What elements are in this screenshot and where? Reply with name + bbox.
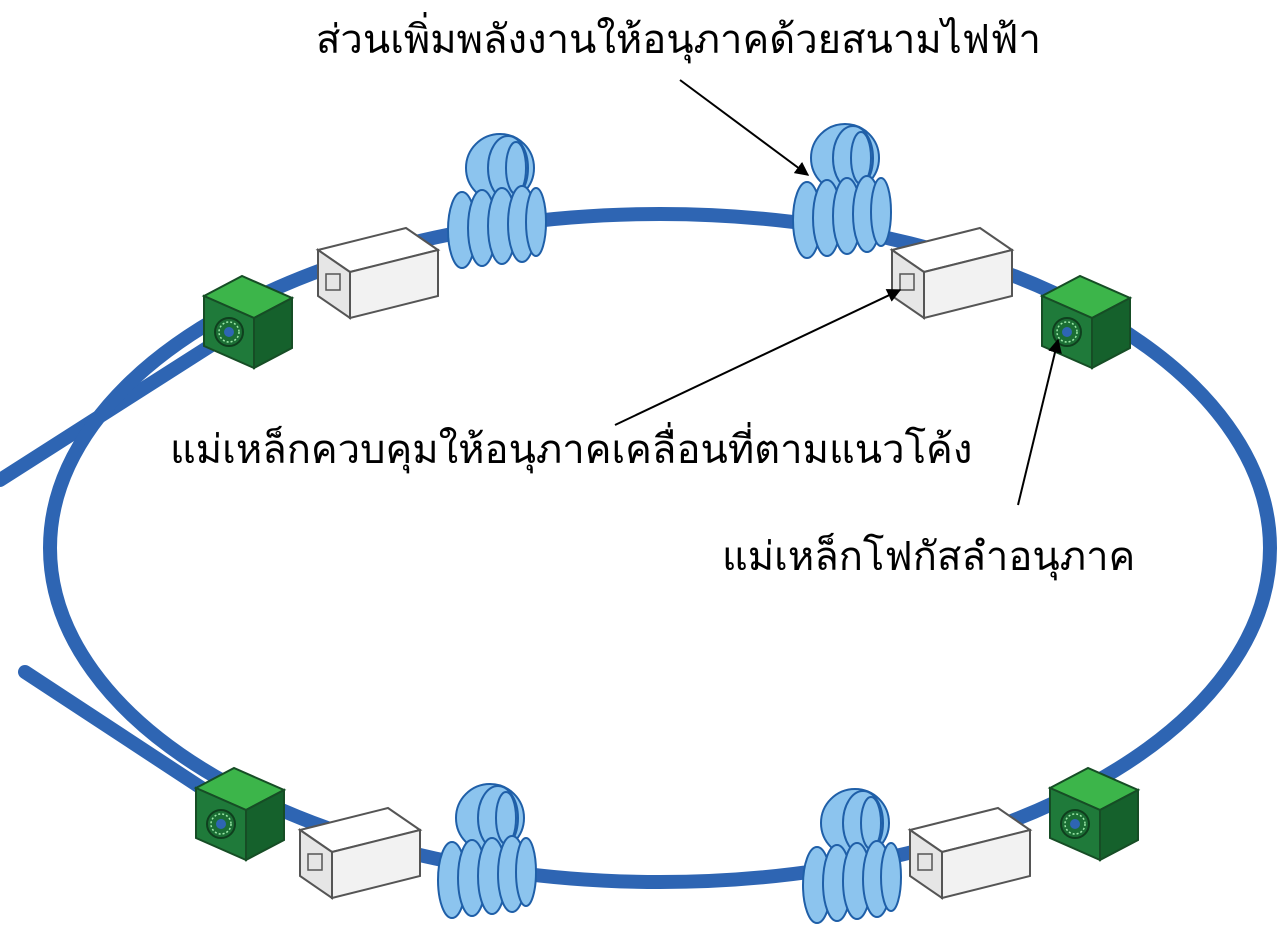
focusing-magnet-bottom-left bbox=[195, 767, 285, 861]
bending-magnet-top-left bbox=[317, 227, 439, 319]
focusing-magnet-bottom-right bbox=[1049, 767, 1139, 861]
rf-cavity-top-left bbox=[447, 133, 547, 269]
arrow-rf-cavity bbox=[679, 79, 810, 176]
injection-line-lower bbox=[18, 665, 239, 815]
rf-cavity-bottom-left bbox=[437, 783, 537, 919]
rf-cavity-bottom-right bbox=[802, 788, 902, 924]
bending-magnet-label: แม่เหล็กควบคุมให้อนุภาคเคลื่อนที่ตามแนวโ… bbox=[170, 427, 973, 473]
focusing-magnet-label: แม่เหล็กโฟกัสลำอนุภาค bbox=[722, 534, 1136, 580]
arrow-focusing-magnet bbox=[1017, 338, 1062, 506]
arrow-bending-magnet bbox=[614, 289, 902, 426]
bending-magnet-bottom-right bbox=[909, 807, 1031, 899]
rf-cavity-label: ส่วนเพิ่มพลังงานให้อนุภาคด้วยสนามไฟฟ้า bbox=[316, 17, 1041, 63]
beam-pipe-ring bbox=[43, 207, 1277, 889]
rf-cavity-top-right bbox=[792, 123, 892, 259]
